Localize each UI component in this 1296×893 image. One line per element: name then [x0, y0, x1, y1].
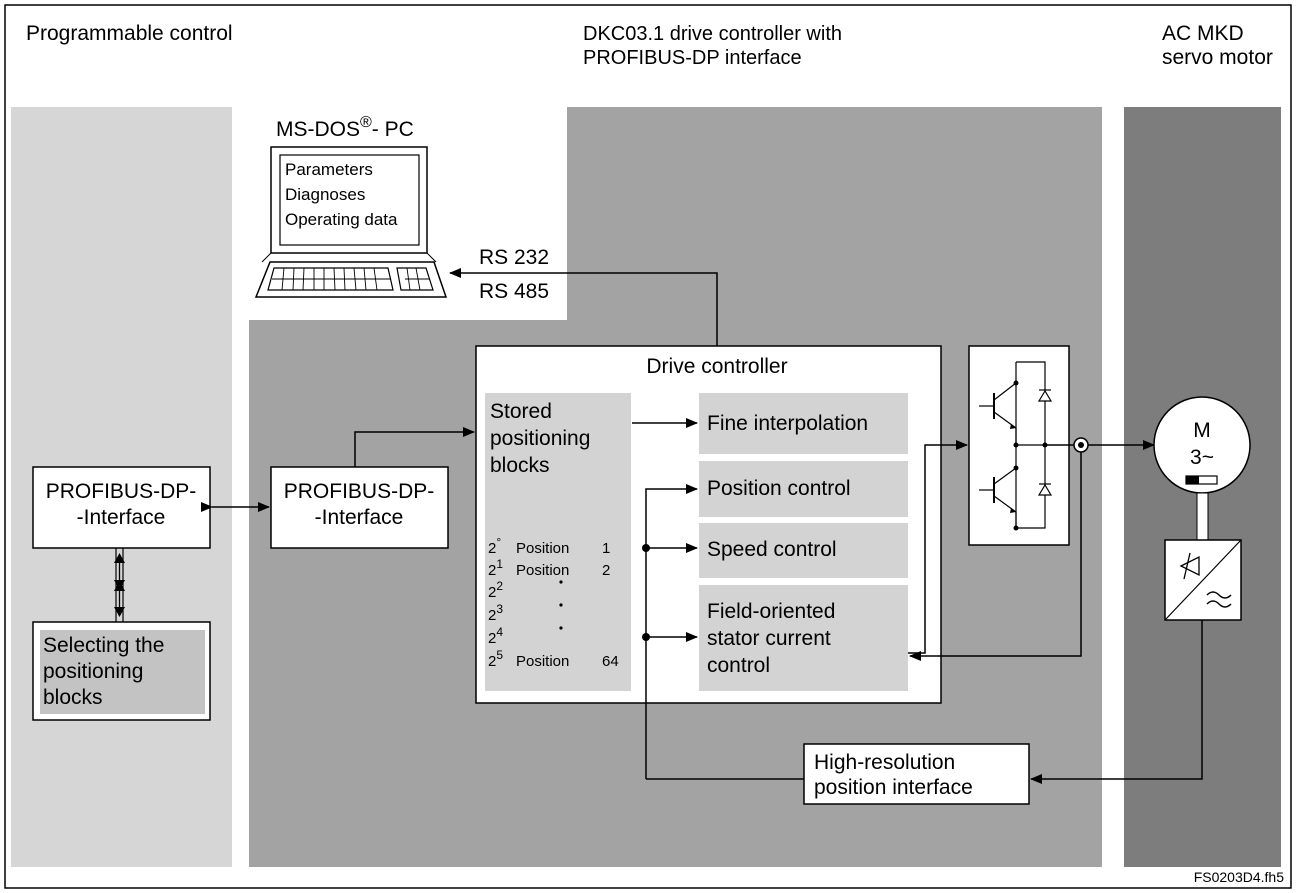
current-feedback-arrow — [909, 452, 1082, 661]
serial-link-arrow — [449, 268, 718, 346]
encoder-interface-line2: position interface — [814, 776, 973, 799]
position-control-box — [699, 461, 908, 517]
drive-profibus-line2: -Interface — [315, 506, 404, 529]
control-profibus-box — [32, 466, 211, 549]
current-control-line1: Field-oriented — [707, 600, 835, 623]
rs485-label: RS 485 — [479, 280, 549, 303]
encoder-interface-box — [803, 743, 1030, 805]
block-row-5: 24 — [488, 625, 503, 647]
position-control-label: Position control — [707, 477, 851, 500]
drive-profibus-box — [270, 466, 449, 549]
selecting-line1: Selecting the — [43, 634, 164, 657]
pc-monitor-icon — [261, 146, 437, 263]
interface-to-blocks-arrow — [354, 427, 475, 467]
figure-id: FS0203D4.fh5 — [1194, 869, 1284, 885]
encoder-feedback-arrow — [1030, 620, 1203, 784]
stored-line1: Stored — [490, 400, 552, 423]
header-drive-line1: DKC03.1 drive controller with — [583, 23, 842, 45]
control-profibus-line1: PROFIBUS-DP- — [46, 480, 197, 503]
selecting-line2: positioning — [43, 660, 143, 683]
pc-keyboard-icon — [254, 261, 448, 298]
speed-control-label: Speed control — [707, 538, 837, 561]
pc-title: MS-DOS®- PC — [276, 114, 414, 141]
current-control-box — [699, 585, 908, 691]
speed-control-box — [699, 523, 908, 578]
drive-profibus-line1: PROFIBUS-DP- — [284, 480, 435, 503]
selecting-line3: blocks — [43, 686, 103, 709]
pc-screen-line-2: Diagnoses — [285, 185, 365, 204]
stored-line2: positioning — [490, 427, 590, 450]
selecting-blocks-fill — [40, 630, 205, 714]
motor-shaft — [1196, 492, 1209, 541]
header-drive-line2: PROFIBUS-DP interface — [583, 47, 802, 69]
header-motor-line2: servo motor — [1162, 46, 1273, 69]
block-row-4: 23 — [488, 602, 503, 624]
internal-bus-arrow — [114, 548, 125, 622]
encoder-interface-line1: High-resolution — [814, 751, 955, 774]
fine-interpolation-label: Fine interpolation — [707, 412, 868, 435]
header-programmable-control: Programmable control — [26, 22, 233, 45]
block-row-3: 22 — [488, 579, 503, 601]
junction-speed — [642, 544, 650, 552]
encoder-icon — [1164, 539, 1242, 621]
rs232-label: RS 232 — [479, 246, 549, 269]
feedback-to-position-arrow — [645, 484, 698, 779]
fine-interpolation-box — [699, 393, 908, 454]
header-motor-line1: AC MKD — [1162, 22, 1244, 45]
control-profibus-line2: -Interface — [77, 506, 166, 529]
stored-line3: blocks — [490, 454, 550, 477]
stored-blocks-panel — [485, 393, 631, 691]
continuation-dots — [559, 580, 563, 630]
current-control-line3: control — [707, 654, 770, 677]
junction-current — [642, 633, 650, 641]
motor-phase: 3~ — [1190, 446, 1214, 469]
current-control-line2: stator current — [707, 627, 831, 650]
drive-controller-title: Drive controller — [646, 355, 787, 378]
pc-screen-line-1: Parameters — [285, 160, 373, 179]
pc-screen-line-3: Operating data — [285, 210, 398, 229]
motor-symbol: M — [1193, 419, 1211, 442]
